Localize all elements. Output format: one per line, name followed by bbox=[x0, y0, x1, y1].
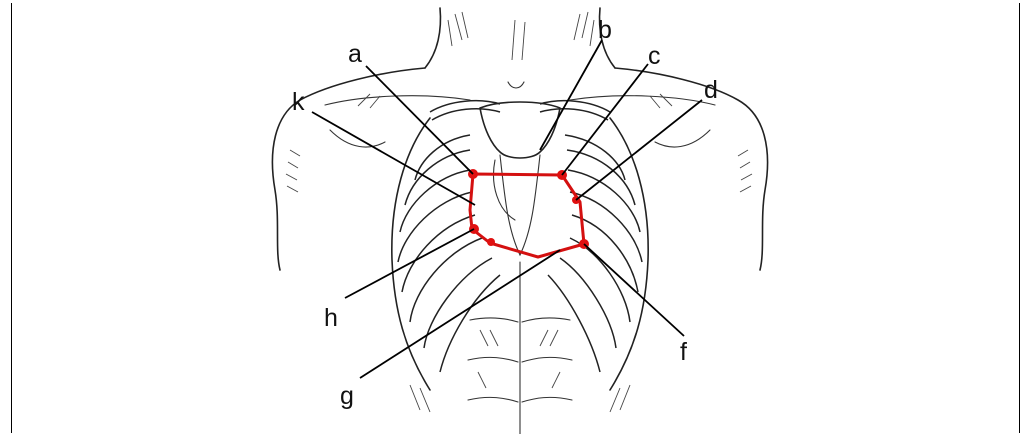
clavicles bbox=[430, 101, 610, 120]
torso-outline bbox=[272, 68, 767, 270]
labels: a b c d k h g f bbox=[292, 16, 718, 410]
heart-boundary bbox=[468, 169, 589, 257]
marker-g bbox=[487, 238, 495, 246]
leader-d bbox=[576, 100, 702, 200]
label-k: k bbox=[292, 88, 305, 116]
label-c: c bbox=[648, 42, 661, 70]
label-f: f bbox=[680, 338, 687, 366]
abdomen bbox=[410, 262, 630, 434]
label-h: h bbox=[324, 304, 338, 332]
leader-c bbox=[562, 64, 648, 175]
leader-k bbox=[312, 112, 475, 205]
neck-outline bbox=[425, 8, 615, 88]
leader-b bbox=[540, 40, 602, 150]
label-a: a bbox=[348, 40, 362, 68]
leader-a bbox=[366, 66, 473, 174]
leader-g bbox=[360, 250, 560, 378]
label-d: d bbox=[704, 76, 718, 104]
label-b: b bbox=[598, 16, 612, 44]
sternum bbox=[480, 102, 560, 255]
leader-f bbox=[584, 244, 684, 336]
label-g: g bbox=[340, 382, 354, 410]
